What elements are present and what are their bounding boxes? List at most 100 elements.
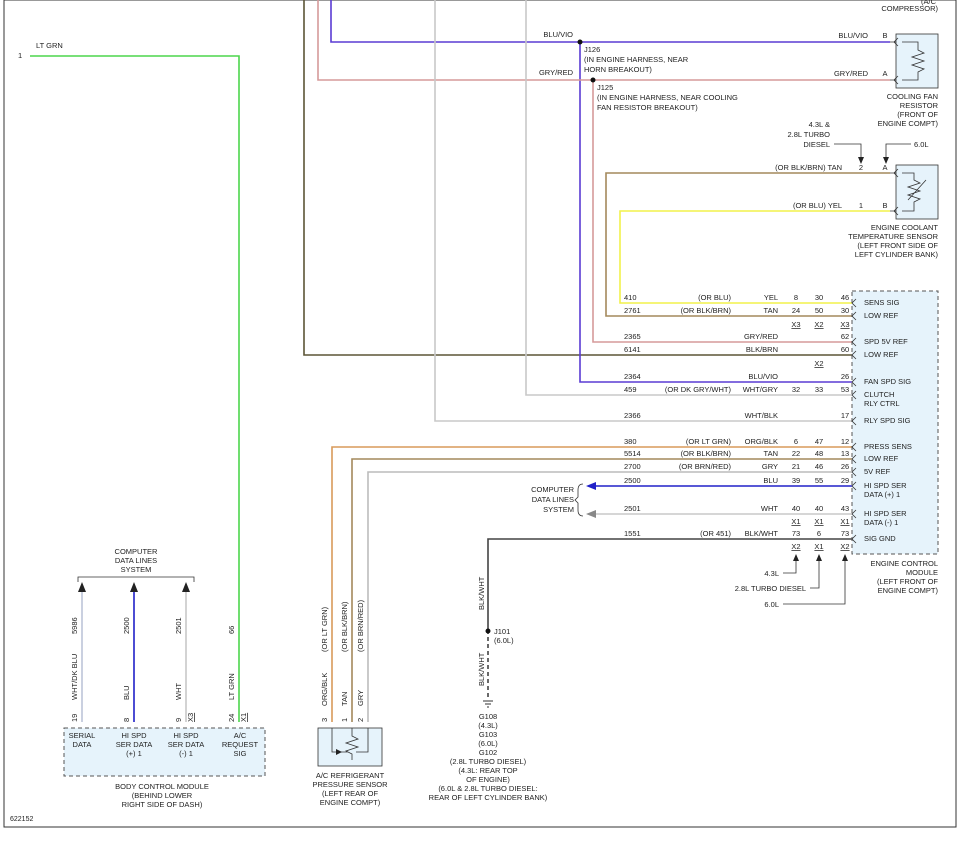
acps-wire-1-pin: 3 (320, 718, 329, 722)
bcm-pin-3-func-1: HI SPD (173, 731, 199, 740)
ecm-pin-9-circuit: 5514 (624, 449, 641, 458)
fan-resistor-pin-b: B (882, 31, 887, 40)
ecm-pin-3-terminal (851, 337, 857, 347)
ground-splice-id: J101 (494, 627, 510, 636)
bcm-pin-4-conn: X1 (239, 713, 248, 722)
fan-resistor-pin-a: A (882, 69, 887, 78)
ecm-pin-9-p1: 22 (792, 449, 800, 458)
ground-label-3: G103 (479, 730, 497, 739)
ecm-pin-7-func: RLY SPD SIG (864, 416, 911, 425)
ground-label-7: (4.3L: REAR TOP (458, 766, 517, 775)
ect-pin-b: B (882, 201, 887, 210)
ecm-pin-4-func: LOW REF (864, 350, 899, 359)
engine-key-60: 6.0L (764, 600, 779, 609)
ecm-conn-bot-2: X1 (814, 542, 823, 551)
ground-wire-top: BLK/WHT (477, 576, 486, 610)
ecm-pin-1-func: SENS SIG (864, 298, 900, 307)
wire-blu-vio-top (330, 0, 580, 43)
ect-tan-pin: 2 (859, 163, 863, 172)
ecm-pin-12-p3: 43 (841, 504, 849, 513)
ecm-conn-mid-3: X1 (840, 517, 849, 526)
acps-wire-2-alt: (OR BLK/BRN) (340, 601, 349, 652)
ecm-pin-6-func-2: RLY CTRL (864, 399, 900, 408)
bcm-pin-3-conn: X3 (186, 713, 195, 722)
ecm-pin-13-p3: 73 (841, 529, 849, 538)
ecm-pin-7-p3: 17 (841, 411, 849, 420)
ecm-pin-13-p1: 73 (792, 529, 800, 538)
ecm-pin-6-p2: 33 (815, 385, 823, 394)
ecm-conn-bot-1: X2 (791, 542, 800, 551)
wire-org-blk-380 (331, 446, 852, 722)
ecm-pin-10-circuit: 2700 (624, 462, 641, 471)
ground-wire-bot: BLK/WHT (477, 652, 486, 686)
ect-terminal-a (890, 168, 899, 178)
ecm-pin-5-color: BLU/VIO (748, 372, 778, 381)
ecm-pin-10-terminal (851, 467, 857, 477)
ground-label-10: REAR OF LEFT CYLINDER BANK) (429, 793, 548, 802)
ecm-pin-11-func-2: DATA (+) 1 (864, 490, 900, 499)
ecm-pin-10-p2: 46 (815, 462, 823, 471)
ground-splice-note: (6.0L) (494, 636, 514, 645)
bcm-pin-3-pin: 9 (174, 718, 183, 722)
cdl-right-2: DATA LINES (532, 495, 574, 504)
ecm-conn-top-3: X3 (840, 320, 849, 329)
ecm-pin-11-p1: 39 (792, 476, 800, 485)
ecm-pin-12-p1: 40 (792, 504, 800, 513)
ecm-pin-9-p3: 13 (841, 449, 849, 458)
j125-id: J125 (597, 83, 613, 92)
ecm-pin-12-circuit: 2501 (624, 504, 641, 513)
ect-label-3: (LEFT FRONT SIDE OF (857, 241, 938, 250)
ecm-pin-6-color: WHT/GRY (743, 385, 778, 394)
ecm-pin-4-circuit: 6141 (624, 345, 641, 354)
engine-key-leader-60 (783, 558, 846, 605)
ecm-pin-6-alt: (OR DK GRY/WHT) (665, 385, 732, 394)
ecm-pin-5-func: FAN SPD SIG (864, 377, 911, 386)
ecm-pin-12-terminal (851, 509, 857, 519)
ground-symbol (483, 700, 493, 708)
ecm-pin-12-p2: 40 (815, 504, 823, 513)
ecm-pin-3-circuit: 2365 (624, 332, 641, 341)
ecm-pin-4-color: BLK/BRN (746, 345, 778, 354)
acps-wire-2-pin: 1 (340, 718, 349, 722)
ecm-pin-7-color: WHT/BLK (745, 411, 778, 420)
arrow-wht-2501 (586, 510, 596, 518)
fan-resistor-label-3: (FRONT OF (897, 110, 938, 119)
j126-wire-label: BLU/VIO (543, 30, 573, 39)
fan-resistor-label-1: COOLING FAN (887, 92, 938, 101)
ecm-pin-10-p1: 21 (792, 462, 800, 471)
ac-pressure-sensor-box (317, 727, 383, 767)
cooling-fan-resistor-box (895, 33, 939, 89)
j126-desc-1: (IN ENGINE HARNESS, NEAR (584, 55, 689, 64)
ecm-pin-6-p3: 53 (841, 385, 849, 394)
ecm-conn-mid-1: X1 (791, 517, 800, 526)
ecm-pin-12-func-2: DATA (-) 1 (864, 518, 898, 527)
acps-label-3: (LEFT REAR OF (322, 789, 379, 798)
ecm-pin-9-p2: 48 (815, 449, 823, 458)
ecm-pin-2-terminal (851, 311, 857, 321)
acps-label-4: ENGINE COMPT) (320, 798, 381, 807)
j125-wire-label: GRY/RED (539, 68, 574, 77)
bcm-label-3: RIGHT SIDE OF DASH) (122, 800, 203, 809)
ect-tan-label: (OR BLK/BRN) TAN (775, 163, 842, 172)
ecm-pin-13-p2: 6 (817, 529, 821, 538)
ecm-pin-10-func: 5V REF (864, 467, 891, 476)
wire-gry-red-top (317, 0, 593, 81)
ecm-pin-8-p2: 47 (815, 437, 823, 446)
ground-label-9: (6.0L & 2.8L TURBO DIESEL: (438, 784, 537, 793)
wire-lt-grn-66 (30, 55, 240, 722)
splice-j125 (590, 77, 596, 83)
fan-resistor-wire-b: BLU/VIO (838, 31, 868, 40)
ecm-pin-2-func: LOW REF (864, 311, 899, 320)
cdl-left-2: DATA LINES (115, 556, 157, 565)
bcm-pin-3-func-2: SER DATA (168, 740, 204, 749)
ecm-pin-4-p3: 60 (841, 345, 849, 354)
ect-label-4: LEFT CYLINDER BANK) (855, 250, 939, 259)
ecm-conn-mid-2: X1 (814, 517, 823, 526)
ecm-box (851, 290, 939, 555)
cdl-right-3: SYSTEM (543, 505, 574, 514)
bcm-pin-2-circuit: 2500 (122, 617, 131, 634)
fan-resistor-terminal-a (890, 75, 899, 85)
